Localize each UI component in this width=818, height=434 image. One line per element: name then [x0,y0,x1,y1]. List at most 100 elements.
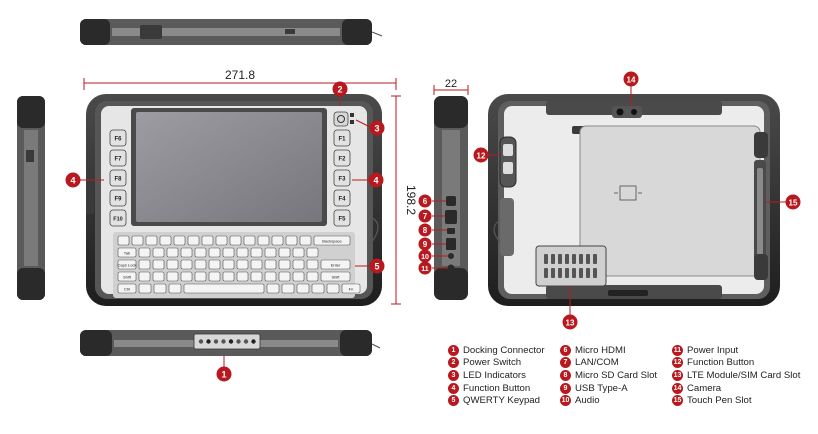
keypad-key[interactable] [166,271,179,282]
keypad-key[interactable] [306,247,319,258]
callout-12: 12 [473,147,489,163]
keypad-key[interactable] [215,235,228,246]
keypad-key[interactable] [153,283,167,294]
keypad-key-wide[interactable]: Enter [320,259,351,270]
keypad-key[interactable] [236,259,249,270]
keypad-key[interactable] [194,247,207,258]
keypad-key[interactable] [292,271,305,282]
legend-badge: 7 [560,357,571,369]
keypad-key[interactable] [236,271,249,282]
keypad-key[interactable] [145,235,158,246]
callout-14: 14 [623,71,639,87]
keypad-key[interactable] [152,247,165,258]
keypad-key[interactable] [131,235,144,246]
keypad-key[interactable] [257,235,270,246]
keypad-key[interactable] [187,235,200,246]
callout-13: 13 [562,314,578,330]
keypad-key[interactable] [180,247,193,258]
keypad-key[interactable] [208,271,221,282]
keypad-key[interactable] [180,271,193,282]
keypad-key[interactable] [271,235,284,246]
function-key-f7[interactable]: F7 [109,149,127,167]
function-key-f3[interactable]: F3 [333,169,351,187]
keypad-key[interactable] [326,283,340,294]
keypad-key[interactable] [166,259,179,270]
space-key[interactable] [183,283,265,294]
keypad-key[interactable] [180,259,193,270]
keypad-key[interactable] [229,235,242,246]
legend-label: Audio [575,395,600,407]
function-key-f6[interactable]: F6 [109,129,127,147]
keypad-key[interactable] [278,271,291,282]
keypad-key[interactable] [194,259,207,270]
bottom-view-tether [371,343,381,349]
keypad-key-wide[interactable]: Backspace [313,235,351,246]
legend-label: Camera [687,382,722,394]
legend-label: Function Button [687,357,755,369]
right-side-view [434,96,468,300]
keypad-key[interactable] [292,259,305,270]
keypad-key[interactable] [208,259,221,270]
back-function-button-2[interactable] [503,162,513,174]
keypad-key-wide[interactable]: Shift [320,271,351,282]
lte-vent-slot [586,268,590,278]
svg-text:5: 5 [374,262,379,272]
keypad-key[interactable] [117,235,130,246]
power-switch-button[interactable] [333,111,349,127]
keypad-key[interactable] [311,283,325,294]
keypad-key[interactable] [250,247,263,258]
keypad-key[interactable]: Ctrl [117,283,137,294]
keypad-key[interactable]: Fn [341,283,361,294]
keypad-key[interactable] [208,247,221,258]
keypad-key[interactable] [264,271,277,282]
keypad-key[interactable] [250,259,263,270]
keypad-key[interactable] [281,283,295,294]
keypad-key[interactable] [222,259,235,270]
keypad-key[interactable] [159,235,172,246]
keypad-key[interactable] [173,235,186,246]
keypad-key[interactable] [236,247,249,258]
keypad-key[interactable] [168,283,182,294]
keypad-key[interactable] [166,247,179,258]
back-function-button-1[interactable] [503,144,513,156]
keypad-key[interactable] [222,247,235,258]
function-key-f4[interactable]: F4 [333,189,351,207]
function-key-f9[interactable]: F9 [109,189,127,207]
keypad-key[interactable] [194,271,207,282]
function-key-f5[interactable]: F5 [333,209,351,227]
function-key-f1[interactable]: F1 [333,129,351,147]
keypad-key[interactable] [278,247,291,258]
keypad-key[interactable] [299,235,312,246]
keypad-key[interactable] [306,271,319,282]
keypad-key[interactable] [296,283,310,294]
keypad-key[interactable] [292,247,305,258]
keypad-key-wide[interactable]: Tab [117,247,137,258]
keypad-key[interactable] [138,283,152,294]
touch-pen [757,168,763,262]
keypad-key[interactable] [138,247,151,258]
keypad-key[interactable] [138,259,151,270]
keypad-key[interactable] [278,259,291,270]
keypad-key[interactable] [264,247,277,258]
keypad-key[interactable] [138,271,151,282]
legend-badge: 8 [560,369,571,381]
keypad-key-wide[interactable]: Caps Lock [118,259,137,270]
keypad-key[interactable] [266,283,280,294]
legend-label: Micro HDMI [575,344,626,356]
keypad-key[interactable] [201,235,214,246]
function-key-f10[interactable]: F10 [109,209,127,227]
keypad-key[interactable] [243,235,256,246]
keypad-key-wide[interactable]: Shift [117,271,137,282]
keypad-key[interactable] [285,235,298,246]
width-label: 271.8 [225,68,255,82]
keypad-key[interactable] [152,259,165,270]
function-key-f8[interactable]: F8 [109,169,127,187]
keypad-key[interactable] [306,259,319,270]
keypad-key[interactable] [250,271,263,282]
keypad-key[interactable] [264,259,277,270]
keypad-key[interactable] [152,271,165,282]
function-key-f2[interactable]: F2 [333,149,351,167]
keypad-key[interactable] [222,271,235,282]
